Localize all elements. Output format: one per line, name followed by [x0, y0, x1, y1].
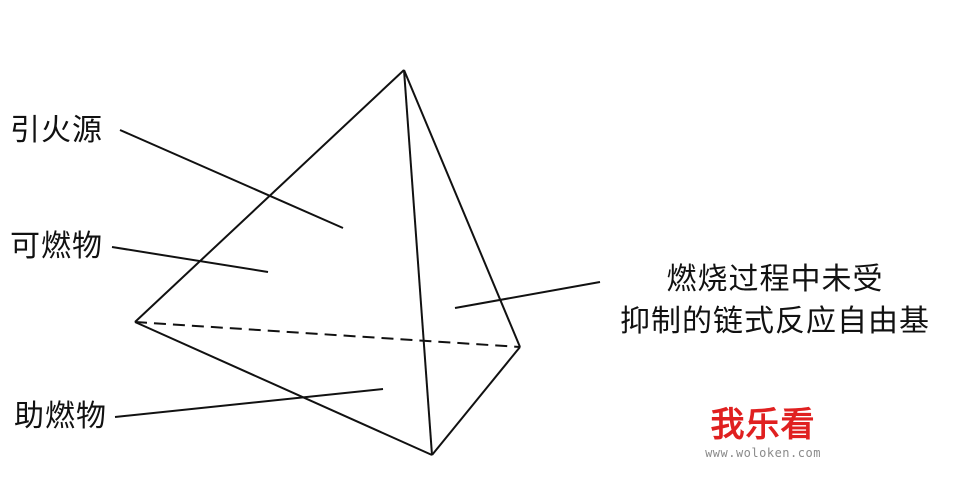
edge-apex-right — [403, 69, 521, 348]
leader-ignition-source — [119, 129, 344, 229]
label-combustible: 可燃物 — [10, 229, 103, 264]
label-ignition-source: 引火源 — [10, 113, 103, 148]
edge-left-bottom — [134, 321, 433, 456]
leader-combustible — [111, 246, 269, 273]
label-oxidizer: 助燃物 — [14, 399, 107, 434]
watermark-url: www.woloken.com — [705, 446, 821, 460]
label-free-radical: 燃烧过程中未受 抑制的链式反应自由基 — [600, 259, 950, 343]
label-free-radical-line1: 燃烧过程中未受 — [666, 262, 884, 297]
leader-oxidizer — [114, 388, 384, 418]
watermark: 我乐看 www.woloken.com — [688, 408, 838, 460]
edge-right-bottom — [431, 346, 521, 456]
leader-free-radical — [454, 281, 601, 309]
label-free-radical-line2: 抑制的链式反应自由基 — [620, 304, 930, 339]
edge-apex-bottom — [403, 69, 433, 456]
edge-left-right-hidden — [134, 321, 521, 348]
watermark-logo: 我乐看 — [710, 405, 816, 445]
